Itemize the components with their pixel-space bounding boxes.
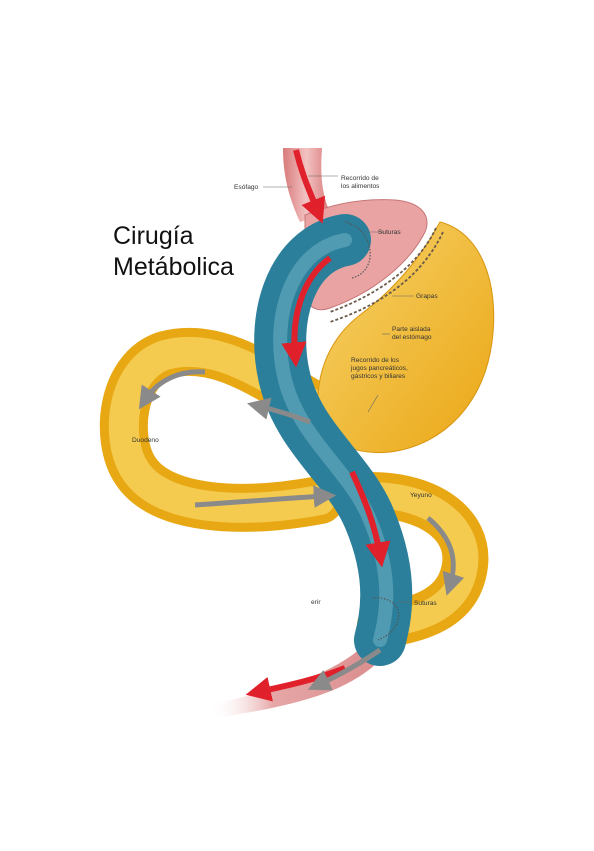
label-recorrido-alimentos-1: Recorrido de xyxy=(341,175,379,182)
label-esofago: Esófago xyxy=(234,184,259,191)
staple-line-upper xyxy=(329,227,437,313)
juice-arrow-stomach xyxy=(247,397,311,425)
food-arrow-roux-middle xyxy=(349,470,391,568)
food-path-arrows xyxy=(245,149,391,702)
label-fragment: erir xyxy=(311,599,321,606)
title-line-2: Metábolica xyxy=(113,253,234,281)
biliopancreatic-limb xyxy=(99,327,354,532)
juice-arrow-jejunum xyxy=(426,516,465,596)
jejunum-loop-highlight xyxy=(357,482,479,638)
suture-marks-top xyxy=(344,221,371,279)
label-recorrido-jugos-2: jugos pancreáticos, xyxy=(350,365,408,372)
leader-lines xyxy=(263,175,414,603)
label-grapas: Grapas xyxy=(416,293,438,300)
juice-arrow-duodenum-bottom xyxy=(194,485,337,508)
juice-arrow-exit xyxy=(307,647,382,691)
label-recorrido-alimentos-2: los alimentos xyxy=(341,183,380,190)
food-arrow-esophagus xyxy=(293,149,326,224)
duodenum-loop-highlight xyxy=(108,336,345,523)
food-arrow-exit xyxy=(245,665,347,702)
staple-line-lower xyxy=(329,231,444,323)
juice-path-arrows xyxy=(138,369,465,691)
label-parte-aislada-2: del estómago xyxy=(392,334,432,341)
label-duodeno: Duodeno xyxy=(132,437,159,444)
diagram-labels: Esófago Recorrido de los alimentos Sutur… xyxy=(132,175,438,607)
suture-marks-bottom xyxy=(371,597,400,641)
label-parte-aislada-1: Parte aislada xyxy=(392,326,431,333)
label-suturas-bottom: Suturas xyxy=(414,600,437,607)
roux-limb-highlight xyxy=(273,233,394,647)
label-suturas-top: Suturas xyxy=(378,229,401,236)
label-recorrido-jugos-3: gástricos y biliares xyxy=(351,373,406,380)
label-recorrido-jugos-1: Recorrido de los xyxy=(351,357,400,364)
excluded-stomach xyxy=(317,221,495,454)
food-arrow-roux-upper xyxy=(281,255,332,368)
title-line-1: Cirugía xyxy=(113,222,194,250)
juice-arrow-duodenum-top xyxy=(138,369,206,410)
label-yeyuno: Yeyuno xyxy=(410,492,432,499)
diagram-title: Cirugía Metábolica xyxy=(113,222,234,281)
